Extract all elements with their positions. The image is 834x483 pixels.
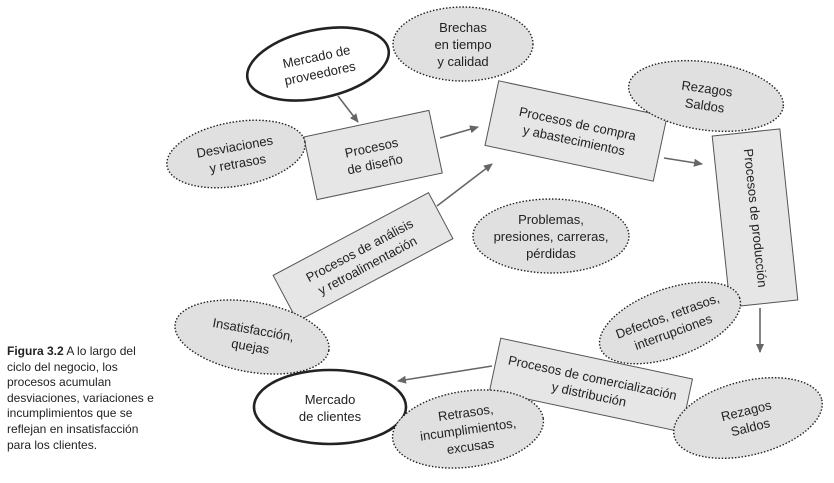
rezagos-top-ellipse: Rezagos Saldos <box>627 59 785 133</box>
mercado-proveedores-ellipse: Mercado de proveedores <box>245 26 391 102</box>
problemas-line-2: presiones, carreras, <box>494 229 609 244</box>
desviaciones-ellipse: Desviaciones y retrasos <box>166 119 306 189</box>
figure-caption: Figura 3.2 A lo largo del ciclo del nego… <box>7 344 157 453</box>
arrow-comercializacion-to-clientes <box>397 365 493 384</box>
procesos-produccion-box: Procesos de producción <box>711 128 799 308</box>
rezagos-top-line-1: Rezagos <box>681 78 734 100</box>
procesos-compra-box: Procesos de compra y abastecimientos <box>484 80 668 182</box>
defectos-ellipse: Defectos, retrasos, interrupciones <box>598 281 742 365</box>
figure-caption-label: Figura 3.2 <box>7 344 64 358</box>
mercado-clientes-line-2: de clientes <box>299 409 362 424</box>
arrow-proveedores-to-diseno <box>337 95 359 123</box>
brechas-line-2: en tiempo <box>434 37 491 52</box>
insatisfaccion-ellipse: Insatisfacción, quejas <box>174 299 330 375</box>
rezagos-bottom-ellipse: Rezagos Saldos <box>673 376 823 460</box>
brechas-ellipse: Brechas en tiempo y calidad <box>392 6 534 82</box>
procesos-analisis-box: Procesos de análisis y retroalimentación <box>272 192 454 322</box>
problemas-ellipse: Problemas, presiones, carreras, pérdidas <box>472 198 630 274</box>
problemas-line-1: Problemas, <box>518 212 584 227</box>
problemas-line-3: pérdidas <box>526 246 576 261</box>
rezagos-top-line-2: Saldos <box>684 95 726 115</box>
figure-caption-text: A lo largo del ciclo del negocio, los pr… <box>7 344 154 452</box>
insatisfaccion-line-2: quejas <box>230 336 271 358</box>
retrasos-line-3: excusas <box>446 436 496 458</box>
brechas-line-3: y calidad <box>437 54 488 69</box>
brechas-line-1: Brechas <box>439 20 487 35</box>
arrow-diseno-to-compra <box>439 125 479 139</box>
mercado-clientes-ellipse: Mercado de clientes <box>252 368 408 446</box>
arrow-compra-to-produccion <box>663 157 703 167</box>
procesos-diseno-box: Procesos de diseño <box>303 109 443 201</box>
retrasos-ellipse: Retrasos, incumplimientos, excusas <box>391 389 545 469</box>
mercado-clientes-line-1: Mercado <box>305 392 356 407</box>
arrow-analisis-to-compra <box>436 163 493 207</box>
